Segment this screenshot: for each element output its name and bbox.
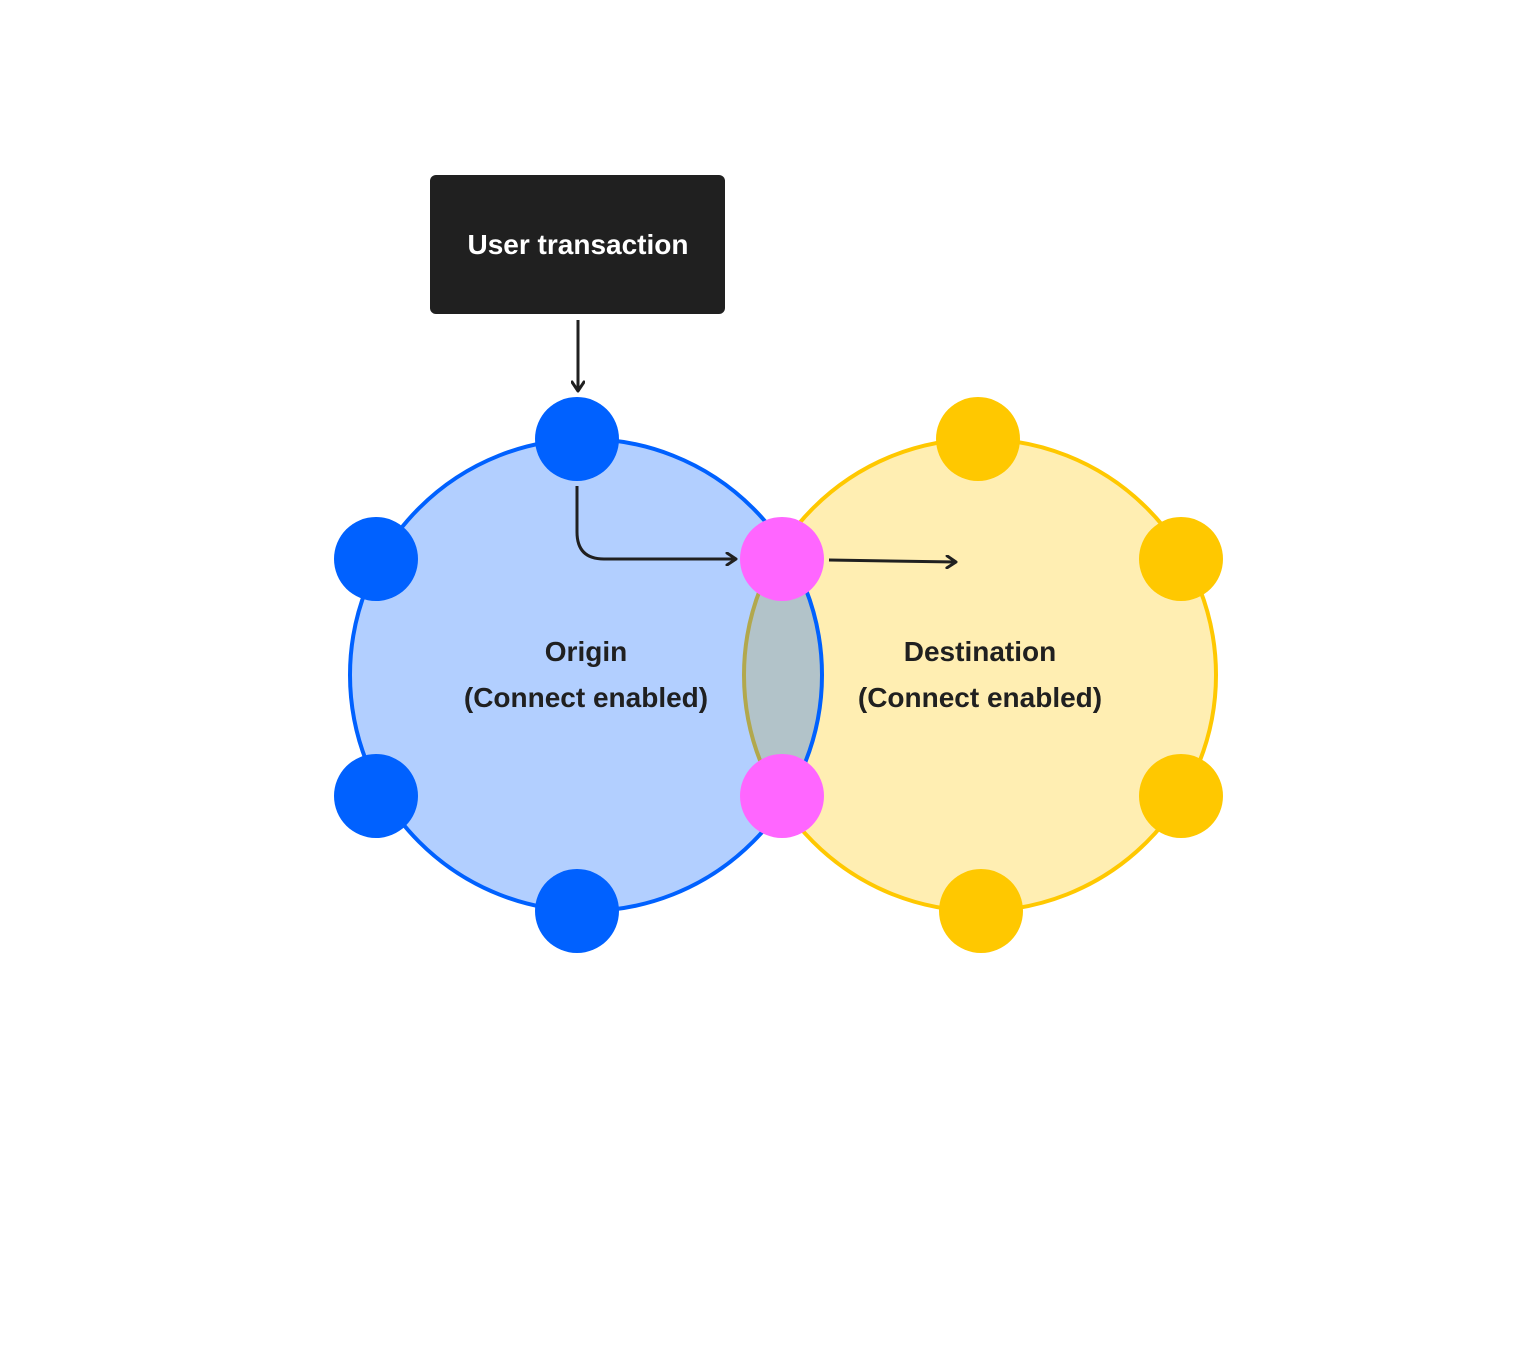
bridge-node (740, 517, 824, 601)
arrow-bridge-to-destination (828, 560, 956, 562)
origin-chain-circle (348, 437, 824, 913)
user-transaction-box: User transaction (430, 175, 725, 314)
user-transaction-label: User transaction (468, 229, 689, 260)
arrow-origin-to-bridge (575, 486, 736, 559)
origin-node (535, 397, 619, 481)
destination-node (936, 397, 1020, 481)
destination-node (1139, 754, 1223, 838)
origin-title: Origin (545, 636, 627, 667)
bridge-nodes (740, 517, 824, 838)
destination-node (939, 869, 1023, 953)
destination-subtitle: (Connect enabled) (858, 682, 1102, 713)
origin-node (334, 754, 418, 838)
origin-node (334, 517, 418, 601)
bridge-node (740, 754, 824, 838)
origin-subtitle: (Connect enabled) (464, 682, 708, 713)
origin-node (535, 869, 619, 953)
origin-nodes (334, 397, 619, 953)
destination-node (1139, 517, 1223, 601)
destination-title: Destination (904, 636, 1056, 667)
destination-nodes (936, 397, 1223, 953)
